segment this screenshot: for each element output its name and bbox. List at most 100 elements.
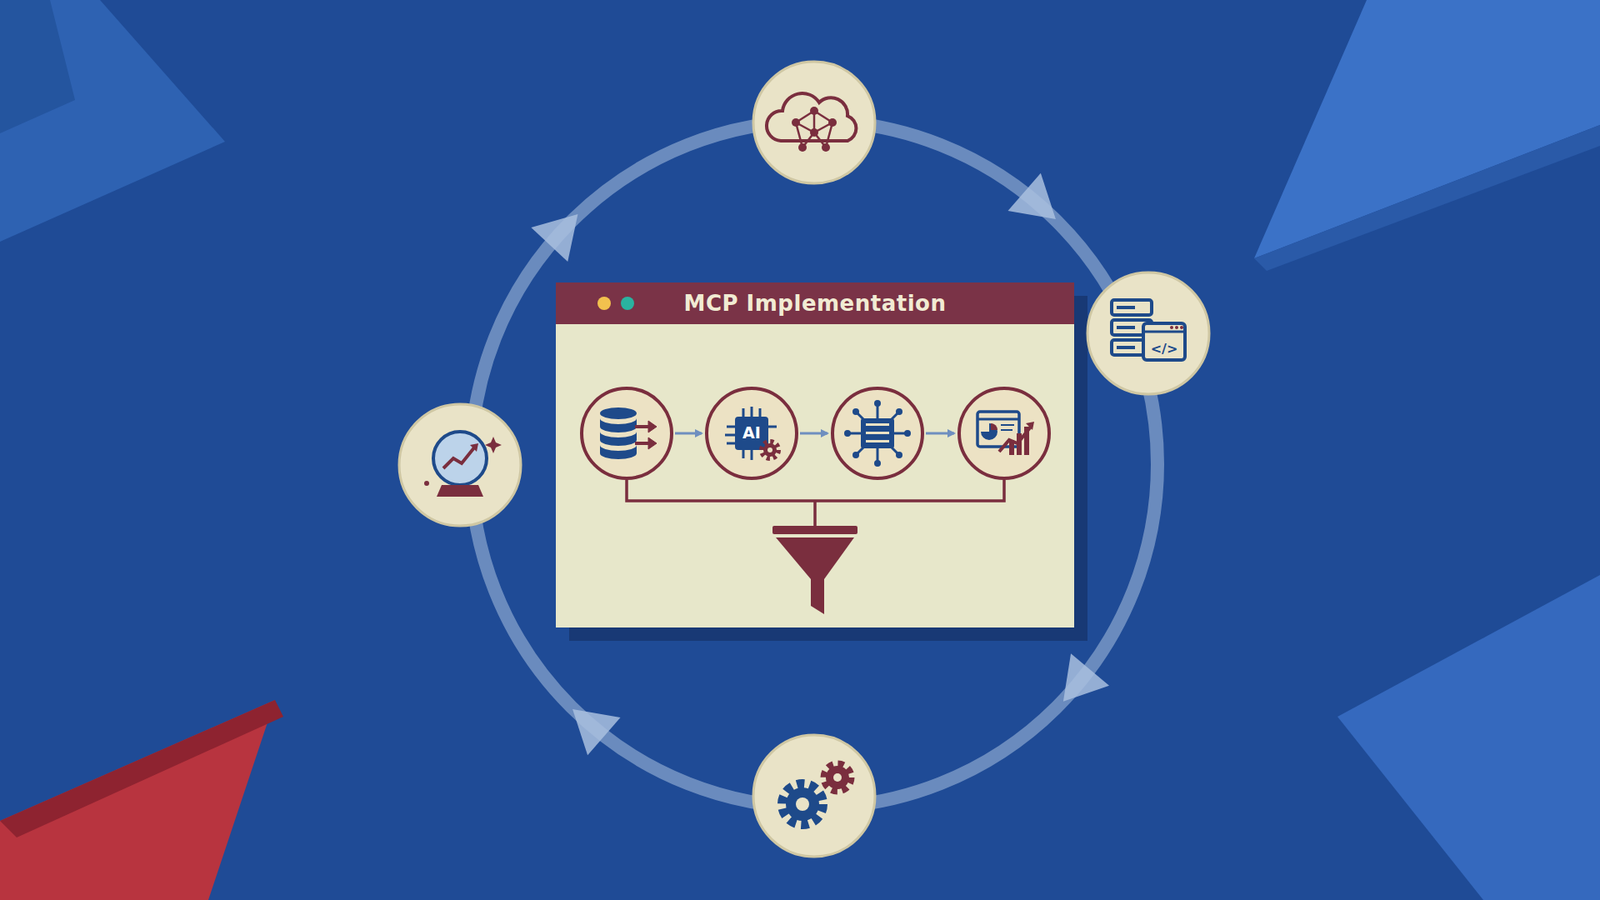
- pipeline-art: [581, 388, 1050, 479]
- ai-chip-icon: [725, 406, 779, 460]
- title-bar: MCP Implementation: [555, 282, 1075, 325]
- cloud-network-icon: [795, 110, 833, 148]
- hub-icon: [874, 460, 881, 467]
- server-code-icon: [1116, 305, 1135, 310]
- crystal-ball-icon: [470, 443, 479, 452]
- ai-chip-icon: [761, 441, 779, 459]
- icon-ring: [581, 388, 672, 479]
- hub-icon: [844, 430, 851, 437]
- hub-icon: [865, 440, 890, 443]
- cloud-network-icon: [810, 106, 819, 115]
- ai-chip-icon: [735, 416, 769, 450]
- funnel: [775, 537, 855, 615]
- cycle-ring: [1008, 173, 1073, 239]
- pipeline-arrows: [800, 432, 828, 435]
- icon-ring: [706, 388, 797, 479]
- ai-chip-icon: [750, 450, 754, 460]
- database-icon: [600, 431, 637, 446]
- cycle-ring: [530, 173, 1110, 756]
- dashboard-icon: [977, 411, 1035, 455]
- database-icon: [600, 445, 637, 460]
- cloud-network-icon: [821, 143, 830, 152]
- dashboard-icon: [977, 418, 1020, 421]
- database-icon: [635, 441, 650, 445]
- crystal-ball-icon: [399, 404, 521, 526]
- gears-icon: [825, 765, 850, 790]
- server-code-icon: [1175, 325, 1179, 330]
- ai-chip-icon: [742, 408, 745, 417]
- crystal-ball-icon: [399, 404, 521, 526]
- ai-chip-icon: [767, 447, 773, 453]
- server-code-icon: [1111, 300, 1152, 315]
- cloud-network-icon: [753, 61, 875, 184]
- cloud-network-icon: [791, 106, 837, 152]
- ai-chip-icon: [759, 408, 762, 417]
- database-icon: [635, 420, 657, 450]
- server-code-icon: [1143, 323, 1185, 360]
- icon-ring: [832, 388, 923, 479]
- window-title: MCP Implementation: [555, 282, 1075, 325]
- dashboard-icon: [1000, 424, 1015, 426]
- window-dot: [620, 296, 635, 310]
- ai-chip-icon: [725, 434, 735, 437]
- dashboard-icon: [999, 426, 1031, 452]
- cycle-ring: [470, 120, 1158, 808]
- database-icon: [648, 437, 657, 450]
- crystal-ball-icon: [433, 431, 487, 485]
- server-code-icon: [1087, 272, 1210, 395]
- cloud-network-icon: [753, 61, 875, 184]
- cloud-network-icon: [791, 118, 800, 127]
- hub-icon: [852, 451, 860, 459]
- funnel: [772, 525, 858, 535]
- server-code-icon: [1170, 325, 1174, 330]
- chip-label: AI: [742, 425, 761, 441]
- server-code-icon: [1116, 305, 1135, 350]
- hub-icon: [904, 430, 911, 437]
- hub-icon: [874, 400, 881, 407]
- dashboard-icon: [990, 423, 998, 430]
- database-icon: [600, 407, 637, 460]
- cycle-ring: [470, 120, 1158, 808]
- code-glyph: </>: [1150, 342, 1179, 356]
- window-panel: MCP Implementation: [555, 282, 1075, 628]
- ai-chip-icon: [763, 443, 777, 457]
- window-dot: [597, 296, 611, 310]
- ai-chip-icon: [750, 406, 754, 417]
- hub-icon: [860, 418, 895, 449]
- ai-chip-icon: [768, 425, 777, 429]
- hub-icon: [865, 423, 890, 443]
- gears-icon: [824, 764, 851, 791]
- hub-icon: [844, 400, 911, 467]
- dashboard-icon: [1000, 429, 1013, 431]
- cycle-ring: [530, 197, 596, 262]
- dashboard-icon: [1025, 421, 1035, 430]
- database-icon: [600, 407, 657, 460]
- hub-icon: [895, 408, 903, 415]
- ai-chip-icon: [726, 425, 735, 429]
- corner-shapes: [0, 0, 225, 242]
- cycle-ring: [1044, 653, 1110, 718]
- gears-icon: [795, 797, 810, 811]
- hub-icon: [844, 400, 911, 467]
- crystal-ball-icon: [443, 446, 475, 469]
- server-code-icon: [1116, 325, 1135, 330]
- hub-icon: [865, 431, 890, 435]
- cloud-network-icon: [798, 143, 807, 152]
- ai-chip-icon: [726, 442, 735, 445]
- cloud-network-icon: [810, 128, 819, 137]
- hub-icon: [895, 451, 903, 459]
- gears-icon: [833, 773, 842, 782]
- server-code-icon: [1116, 345, 1135, 350]
- server-code-icon: [1087, 272, 1210, 395]
- corner-shapes: [0, 700, 284, 838]
- database-icon: [600, 407, 637, 420]
- ai-chip-icon: [742, 450, 745, 459]
- corner-shapes: [0, 0, 75, 134]
- icon-ring: [959, 388, 1050, 479]
- pipeline-arrows: [675, 432, 702, 435]
- cloud-network-icon: [828, 118, 837, 127]
- ai-chip-icon: [761, 441, 779, 459]
- server-code-icon: [1143, 330, 1185, 334]
- gears-icon: [782, 784, 823, 825]
